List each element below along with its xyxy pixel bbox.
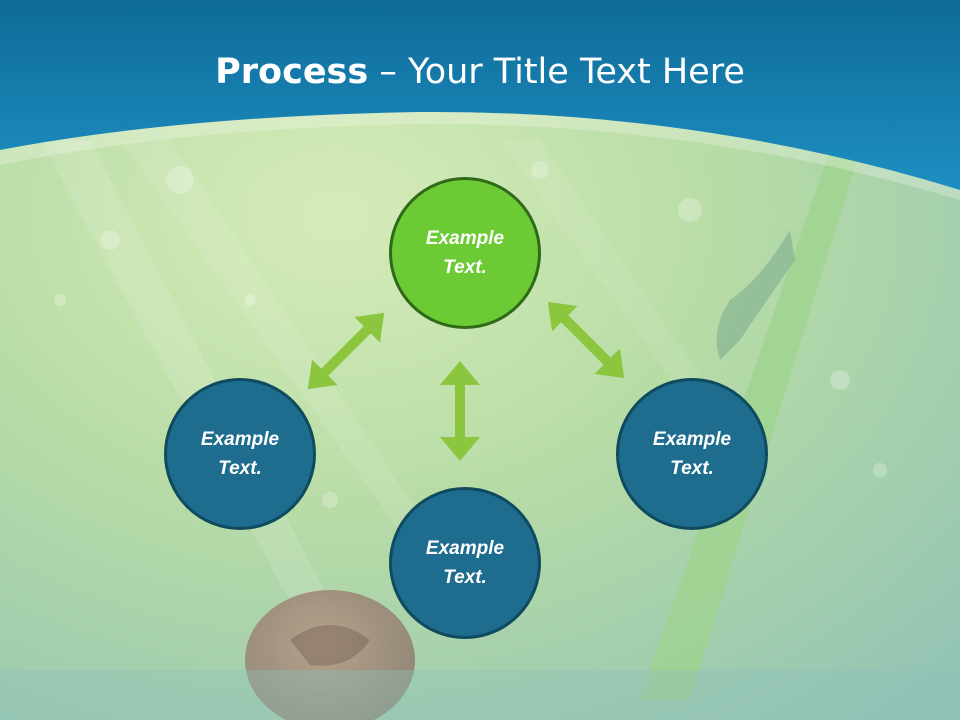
process-node-left: Example Text. (164, 378, 316, 530)
title-rest: – Your Title Text Here (368, 52, 745, 92)
double-arrow-left-icon (307, 312, 385, 390)
node-top-text: Example Text. (425, 228, 505, 278)
process-node-bottom: Example Text. (389, 487, 541, 639)
slide-title: Process – Your Title Text Here (0, 52, 960, 92)
process-node-right: Example Text. (616, 378, 768, 530)
double-arrow-vertical-icon (440, 361, 480, 461)
node-bottom-text: Example Text. (425, 538, 505, 588)
double-arrow-right-icon (547, 301, 625, 379)
process-node-top: Example Text. (389, 177, 541, 329)
node-left-text: Example Text. (200, 429, 280, 479)
title-bold: Process (215, 52, 369, 92)
node-right-text: Example Text. (652, 429, 732, 479)
